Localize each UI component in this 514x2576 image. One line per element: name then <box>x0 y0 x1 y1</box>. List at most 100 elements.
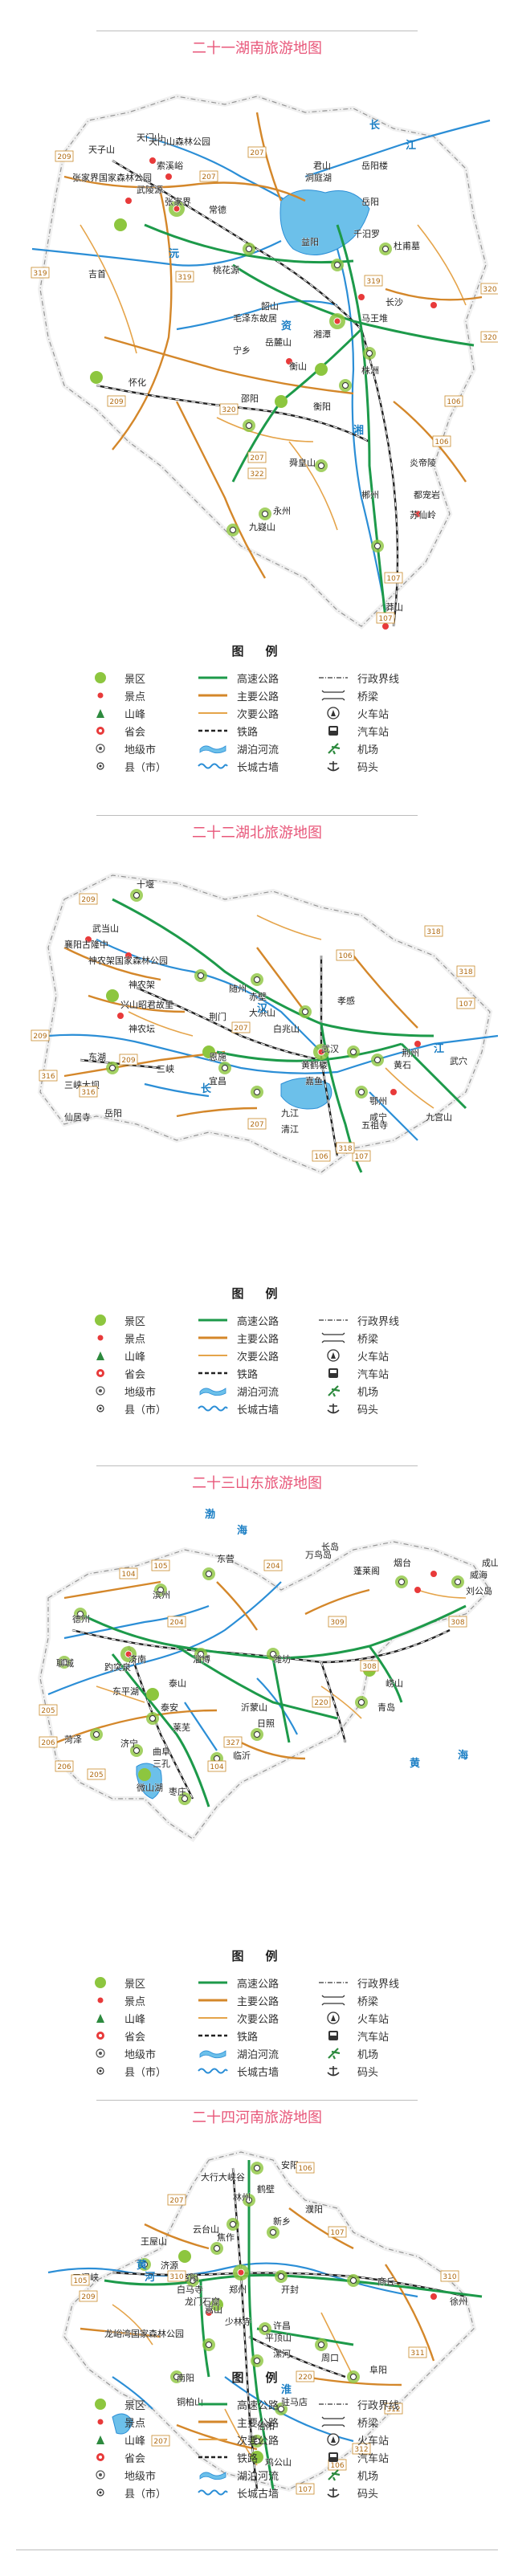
route-shield: 312 <box>384 2403 403 2415</box>
scenic-spot-marker[interactable] <box>117 1013 124 1019</box>
scenic-area-marker[interactable] <box>106 989 119 1002</box>
scenic-spot-marker[interactable] <box>382 623 389 630</box>
scenic-spot-marker[interactable] <box>149 157 156 164</box>
prefecture-city-marker[interactable] <box>350 1049 357 1055</box>
prefecture-city-marker[interactable] <box>302 1009 308 1015</box>
scenic-spot-marker[interactable] <box>414 1041 421 1047</box>
scenic-area-marker[interactable] <box>210 2298 223 2311</box>
map-place-label: 长 <box>201 1082 212 1095</box>
map-place-label: 鄂州 <box>369 1096 387 1107</box>
scenic-area-marker[interactable] <box>251 2451 263 2464</box>
prefecture-city-marker[interactable] <box>190 2277 196 2284</box>
scenic-area-marker[interactable] <box>315 363 328 376</box>
prefecture-city-marker[interactable] <box>278 2273 284 2280</box>
scenic-spot-marker[interactable] <box>430 1571 437 1577</box>
prefecture-city-marker[interactable] <box>206 2342 212 2348</box>
scenic-area-marker[interactable] <box>275 395 288 408</box>
scenic-area-marker[interactable] <box>90 371 103 384</box>
prefecture-city-marker[interactable] <box>262 511 268 517</box>
route-shield: 311 <box>408 2346 427 2358</box>
prefecture-city-marker[interactable] <box>246 246 252 252</box>
provincial-capital-marker[interactable] <box>317 1048 325 1056</box>
prefecture-city-marker[interactable] <box>350 2374 357 2380</box>
scenic-area-marker[interactable] <box>178 2250 191 2263</box>
prefecture-city-marker[interactable] <box>254 1089 260 1095</box>
map-place-label: 岳阳 <box>361 197 379 207</box>
prefecture-city-marker[interactable] <box>374 1057 381 1063</box>
scenic-spot-marker[interactable] <box>430 302 437 308</box>
prefecture-city-marker[interactable] <box>214 2245 220 2252</box>
prefecture-city-marker[interactable] <box>366 350 373 357</box>
route-number: 309 <box>330 1619 344 1627</box>
prefecture-city-marker[interactable] <box>214 1755 220 1762</box>
prefecture-city-marker[interactable] <box>270 1651 276 1657</box>
prefecture-city-marker[interactable] <box>398 1579 405 1585</box>
prefecture-city-marker[interactable] <box>141 2261 148 2268</box>
scenic-spot-marker[interactable] <box>125 198 132 204</box>
scenic-spot-marker[interactable] <box>165 173 172 180</box>
provincial-capital-marker[interactable] <box>237 2268 245 2276</box>
prefecture-city-marker[interactable] <box>109 1065 116 1071</box>
prefecture-city-marker[interactable] <box>358 1699 365 1706</box>
prefecture-city-marker[interactable] <box>374 543 381 549</box>
prefecture-city-marker[interactable] <box>246 422 252 429</box>
railway-inner <box>71 1629 451 1663</box>
prefecture-city-marker[interactable] <box>334 262 341 268</box>
prefecture-city-marker[interactable] <box>262 2325 268 2332</box>
route-shield: 106 <box>444 395 463 407</box>
scenic-area-marker[interactable] <box>202 1045 215 1058</box>
prefecture-city-marker[interactable] <box>270 2229 276 2236</box>
scenic-spot-marker[interactable] <box>125 952 132 959</box>
prefecture-city-marker[interactable] <box>350 2277 357 2284</box>
prefecture-city-marker[interactable] <box>254 976 260 983</box>
prefecture-city-marker[interactable] <box>173 2374 180 2380</box>
prefecture-city-marker[interactable] <box>254 2438 260 2444</box>
scenic-spot-marker[interactable] <box>358 294 365 300</box>
prefecture-city-marker[interactable] <box>455 1579 461 1585</box>
scenic-area-marker[interactable] <box>138 1768 151 1781</box>
route-shield: 107 <box>352 1150 371 1162</box>
scenic-spot-marker[interactable] <box>414 1587 421 1593</box>
prefecture-city-marker[interactable] <box>230 2221 236 2228</box>
scenic-spot-marker[interactable] <box>390 1089 397 1095</box>
prefecture-city-marker[interactable] <box>93 1731 100 1738</box>
legend-item: 桥梁 <box>317 1331 378 1346</box>
scenic-spot-marker[interactable] <box>206 2309 212 2316</box>
prefecture-city-marker[interactable] <box>254 1731 260 1738</box>
prefecture-city-marker[interactable] <box>198 972 204 979</box>
prefecture-city-marker[interactable] <box>206 1571 212 1577</box>
prefecture-city-marker[interactable] <box>382 246 389 252</box>
prefecture-city-marker[interactable] <box>342 382 349 389</box>
prefecture-city-marker[interactable] <box>246 2197 252 2203</box>
prefecture-city-marker[interactable] <box>254 2358 260 2364</box>
prefecture-city-marker[interactable] <box>230 527 236 533</box>
scenic-spot-marker[interactable] <box>286 358 292 365</box>
prefecture-city-marker[interactable] <box>77 1611 84 1617</box>
prefecture-city-marker[interactable] <box>198 1651 204 1657</box>
prefecture-city-marker[interactable] <box>318 463 324 469</box>
prefecture-city-marker[interactable] <box>278 2406 284 2412</box>
prefecture-city-marker[interactable] <box>254 2165 260 2171</box>
legend-label: 码头 <box>357 761 379 774</box>
prefecture-city-marker[interactable] <box>133 1747 140 1754</box>
route-shield: 308 <box>360 1660 379 1672</box>
legend-label: 行政界线 <box>357 1978 400 1991</box>
prefecture-city-marker[interactable] <box>222 1065 228 1071</box>
prefecture-city-marker[interactable] <box>358 1089 365 1095</box>
scenic-spot-marker[interactable] <box>430 2293 437 2300</box>
prefecture-city-marker[interactable] <box>61 1659 67 1665</box>
scenic-area-marker[interactable] <box>114 218 127 231</box>
scenic-area-marker[interactable] <box>146 1688 159 1701</box>
prefecture-city-marker[interactable] <box>157 1587 164 1593</box>
provincial-capital-marker[interactable] <box>333 317 341 325</box>
legend-item: 地级市 <box>84 2468 156 2483</box>
scenic-spot-marker[interactable] <box>414 511 421 517</box>
prefecture-city-marker[interactable] <box>149 1715 156 1722</box>
scenic-spot-marker[interactable] <box>85 936 92 943</box>
prefecture-city-marker[interactable] <box>318 2342 324 2348</box>
provincial-capital-marker[interactable] <box>124 1650 133 1658</box>
route-shield: 207 <box>199 170 218 182</box>
provincial-capital-marker[interactable] <box>173 205 181 213</box>
prefecture-city-marker[interactable] <box>182 1795 188 1802</box>
prefecture-city-marker[interactable] <box>133 892 140 899</box>
